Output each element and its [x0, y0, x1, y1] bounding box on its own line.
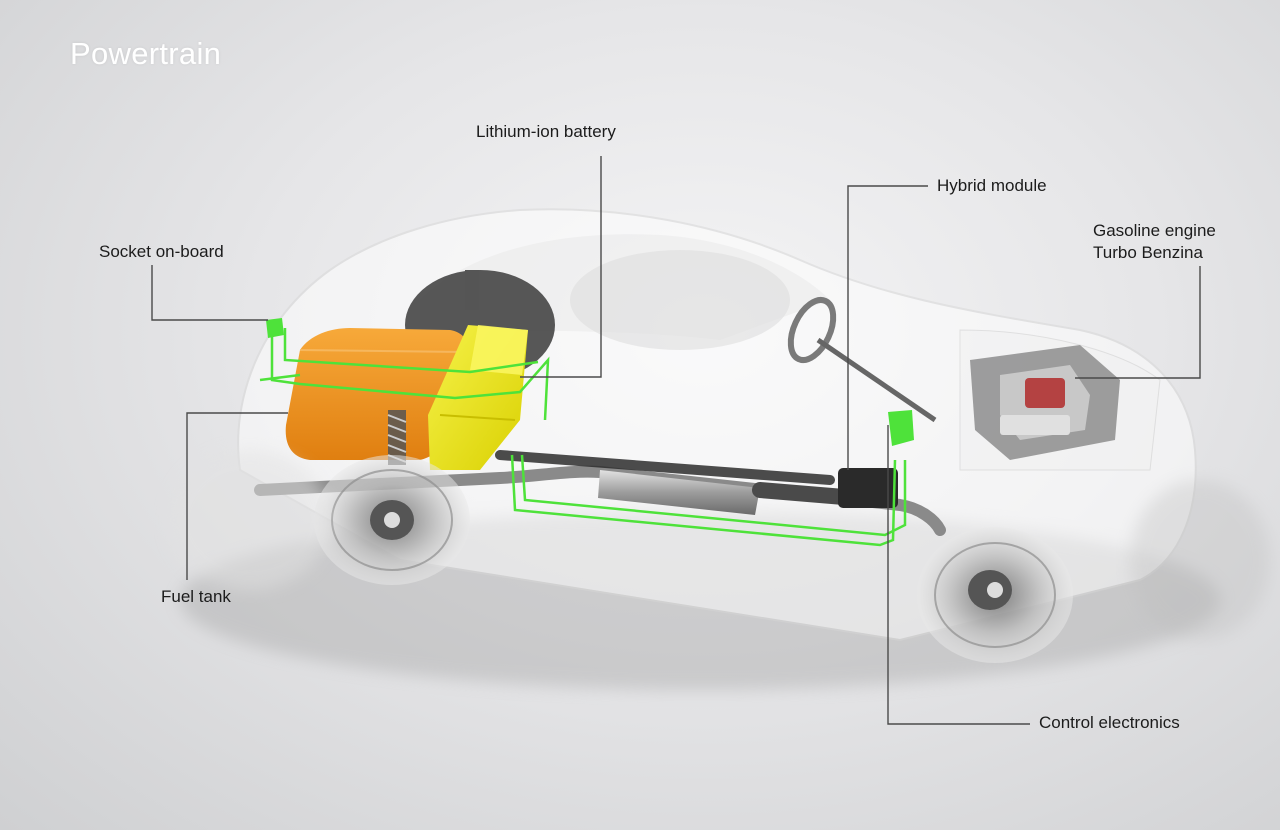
label-socket-on-board: Socket on-board	[99, 242, 224, 261]
fuel-tank	[285, 328, 469, 460]
high-voltage-cables	[259, 328, 907, 547]
control-electronics	[888, 410, 914, 446]
label-fuel-tank: Fuel tank	[161, 587, 231, 606]
mist-left	[170, 450, 330, 590]
leader-line-gasoline-engine	[1075, 266, 1201, 379]
leader-line-socket	[151, 265, 268, 321]
lithium-ion-battery	[428, 325, 528, 470]
mist-right	[1130, 480, 1270, 640]
page-title: Powertrain	[70, 36, 222, 71]
gasoline-engine	[970, 345, 1120, 460]
socket-on-board	[266, 318, 284, 338]
label-lithium-ion-battery: Lithium-ion battery	[476, 122, 616, 141]
label-gasoline-engine-line2: Turbo Benzina	[1093, 243, 1203, 262]
hybrid-module	[838, 468, 898, 508]
rear-wheel	[314, 455, 470, 585]
rear-spring	[387, 410, 407, 465]
leader-line-control-electronics	[887, 425, 1030, 725]
label-gasoline-engine: Gasoline engine Turbo Benzina	[1093, 220, 1216, 264]
steering-assembly	[787, 297, 937, 423]
front-wheel	[917, 527, 1073, 663]
leader-line-hybrid-module	[847, 185, 928, 470]
label-control-electronics: Control electronics	[1039, 713, 1180, 732]
leader-line-battery	[520, 156, 602, 378]
label-hybrid-module: Hybrid module	[937, 176, 1047, 195]
label-gasoline-engine-line1: Gasoline engine	[1093, 221, 1216, 240]
leader-line-fuel-tank	[186, 412, 288, 580]
